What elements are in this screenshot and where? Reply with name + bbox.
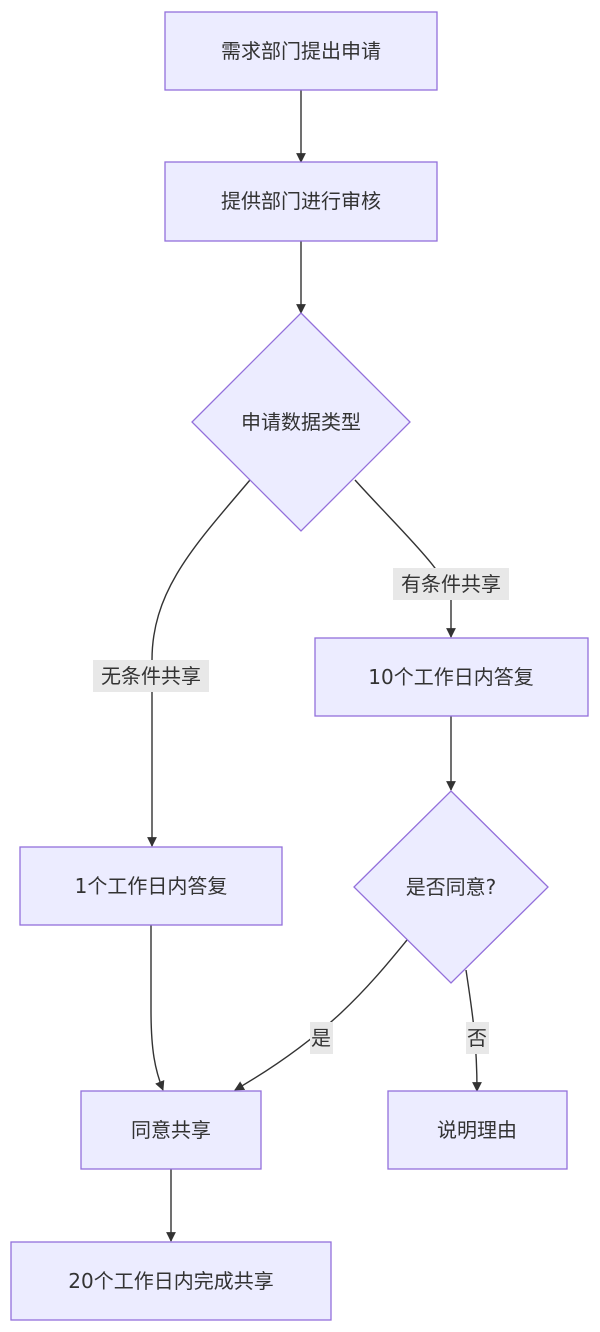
edge-d1-n3 bbox=[354, 479, 456, 638]
node-complete-share-20-days: 20个工作日内完成共享 bbox=[10, 1241, 332, 1321]
node-review-label: 提供部门进行审核 bbox=[221, 189, 381, 213]
node-explain-reason-label: 说明理由 bbox=[437, 1118, 517, 1142]
node-complete-share-20-days-label: 20个工作日内完成共享 bbox=[68, 1269, 273, 1293]
edge-label-yes: 是 bbox=[310, 1022, 333, 1054]
node-agree-share-label: 同意共享 bbox=[131, 1118, 211, 1142]
edge-label-unconditional-text: 无条件共享 bbox=[101, 664, 201, 688]
node-submit-request: 需求部门提出申请 bbox=[164, 11, 438, 91]
edge-d2-n5 bbox=[234, 939, 408, 1091]
node-agree-share: 同意共享 bbox=[80, 1090, 262, 1170]
node-reply-10-days: 10个工作日内答复 bbox=[314, 637, 589, 717]
edge-label-conditional: 有条件共享 bbox=[393, 568, 509, 600]
edge-label-no: 否 bbox=[466, 1022, 489, 1054]
edge-label-unconditional: 无条件共享 bbox=[93, 660, 209, 692]
node-explain-reason: 说明理由 bbox=[387, 1090, 568, 1170]
node-reply-1-day-label: 1个工作日内答复 bbox=[75, 874, 228, 898]
edge-n4-n5 bbox=[150, 925, 165, 1091]
node-submit-request-label: 需求部门提出申请 bbox=[221, 39, 381, 63]
node-reply-1-day: 1个工作日内答复 bbox=[19, 846, 283, 926]
decision-agree: 是否同意? bbox=[353, 790, 549, 984]
edge-d1-n4 bbox=[147, 479, 251, 847]
node-review: 提供部门进行审核 bbox=[164, 161, 438, 242]
edge-label-yes-text: 是 bbox=[311, 1026, 331, 1050]
edge-label-conditional-text: 有条件共享 bbox=[401, 572, 501, 596]
node-reply-10-days-label: 10个工作日内答复 bbox=[368, 665, 533, 689]
decision-data-type: 申请数据类型 bbox=[191, 312, 411, 532]
decision-data-type-label: 申请数据类型 bbox=[241, 410, 361, 434]
decision-agree-label: 是否同意? bbox=[406, 875, 497, 899]
edge-label-no-text: 否 bbox=[467, 1026, 487, 1050]
